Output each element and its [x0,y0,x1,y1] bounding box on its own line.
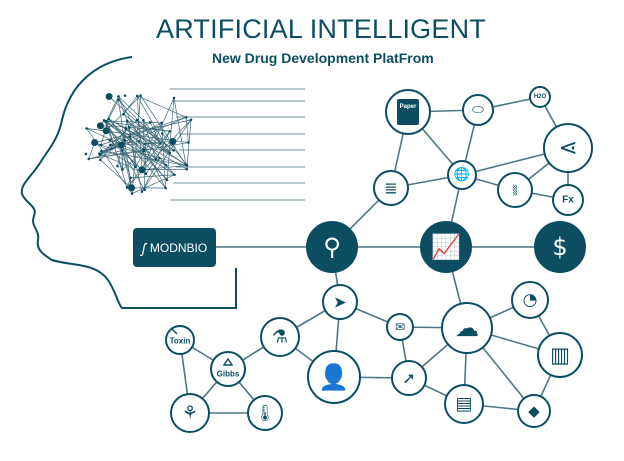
share-icon: ⋖ [558,135,577,161]
node-paper: Paper [385,89,431,135]
node-cloud: ☁ [441,302,493,354]
paper-icon [397,99,419,125]
search-icon: ⚲ [323,233,341,261]
pie-chart-icon: ◔ [523,290,538,310]
dna-icon: ⧚ [512,181,518,200]
toxin-icon [171,328,178,335]
node-mail: ✉ [386,313,414,341]
node-pie: ◔ [511,281,549,319]
node-bars: ▥ [537,332,583,378]
gibbs-label: Gibbs [217,370,240,379]
node-plane: ➤ [322,284,358,320]
mail-icon: ✉ [395,320,405,334]
node-tree: ⚘ [170,393,210,433]
head-outline [20,56,237,309]
lab-flask-icon: ⚗ [272,327,288,348]
money-hand-icon: $ [552,233,567,261]
node-dna: ⧚ [497,172,533,208]
h2o-label: H2O [534,94,547,100]
node-search: ⚲ [306,221,358,273]
document-check-icon: ▤ [455,394,472,415]
paper-plane-icon: ➤ [333,293,346,312]
node-h2o: H2O [529,86,551,108]
molecule-tree-icon: ⚘ [182,403,198,424]
brand-box: ʃ MODNBIO [133,228,216,267]
cursor-click-icon: ➚ [402,369,415,388]
node-thermo: 🌡 [247,395,283,431]
bar-chart-icon: ▥ [550,343,570,367]
database-icon: ≣ [384,179,397,198]
pill-icon: ⬭ [472,102,484,118]
node-user: 👤 [307,350,361,404]
brain-network-icon [84,88,305,201]
user-idea-icon: 👤 [318,363,349,392]
tag-icon: ◆ [528,402,540,420]
cloud-icon: ☁ [455,314,479,342]
page-title: ARTIFICIAL INTELLIGENT [156,14,486,44]
node-pill: ⬭ [462,94,494,126]
node-cursor: ➚ [391,360,427,396]
growth-chart-icon: 📈 [431,233,461,261]
node-toxin: Toxin [165,325,195,355]
brand-label: MODNBIO [149,240,208,255]
node-database: ≣ [373,170,409,206]
toxin-label: Toxin [170,337,191,346]
modnbio-logo-icon: ʃ [141,239,146,256]
page-subtitle: New Drug Development PlatFrom [212,50,434,66]
node-share: ⋖ [543,123,593,173]
globe-icon: 🌐 [454,167,470,183]
node-fx: Fx [552,184,584,216]
paper-label: Paper [400,104,417,110]
node-money: $ [534,221,586,273]
node-growth: 📈 [420,221,472,273]
node-tag: ◆ [517,394,551,428]
node-flask: ⚗ [260,317,300,357]
node-gibbs: Gibbs [210,351,246,387]
thermometer-icon: 🌡 [255,404,275,423]
fx-label: Fx [562,195,574,206]
gibbs-icon [222,357,234,366]
node-doc: ▤ [444,384,484,424]
node-globe: 🌐 [447,160,477,190]
